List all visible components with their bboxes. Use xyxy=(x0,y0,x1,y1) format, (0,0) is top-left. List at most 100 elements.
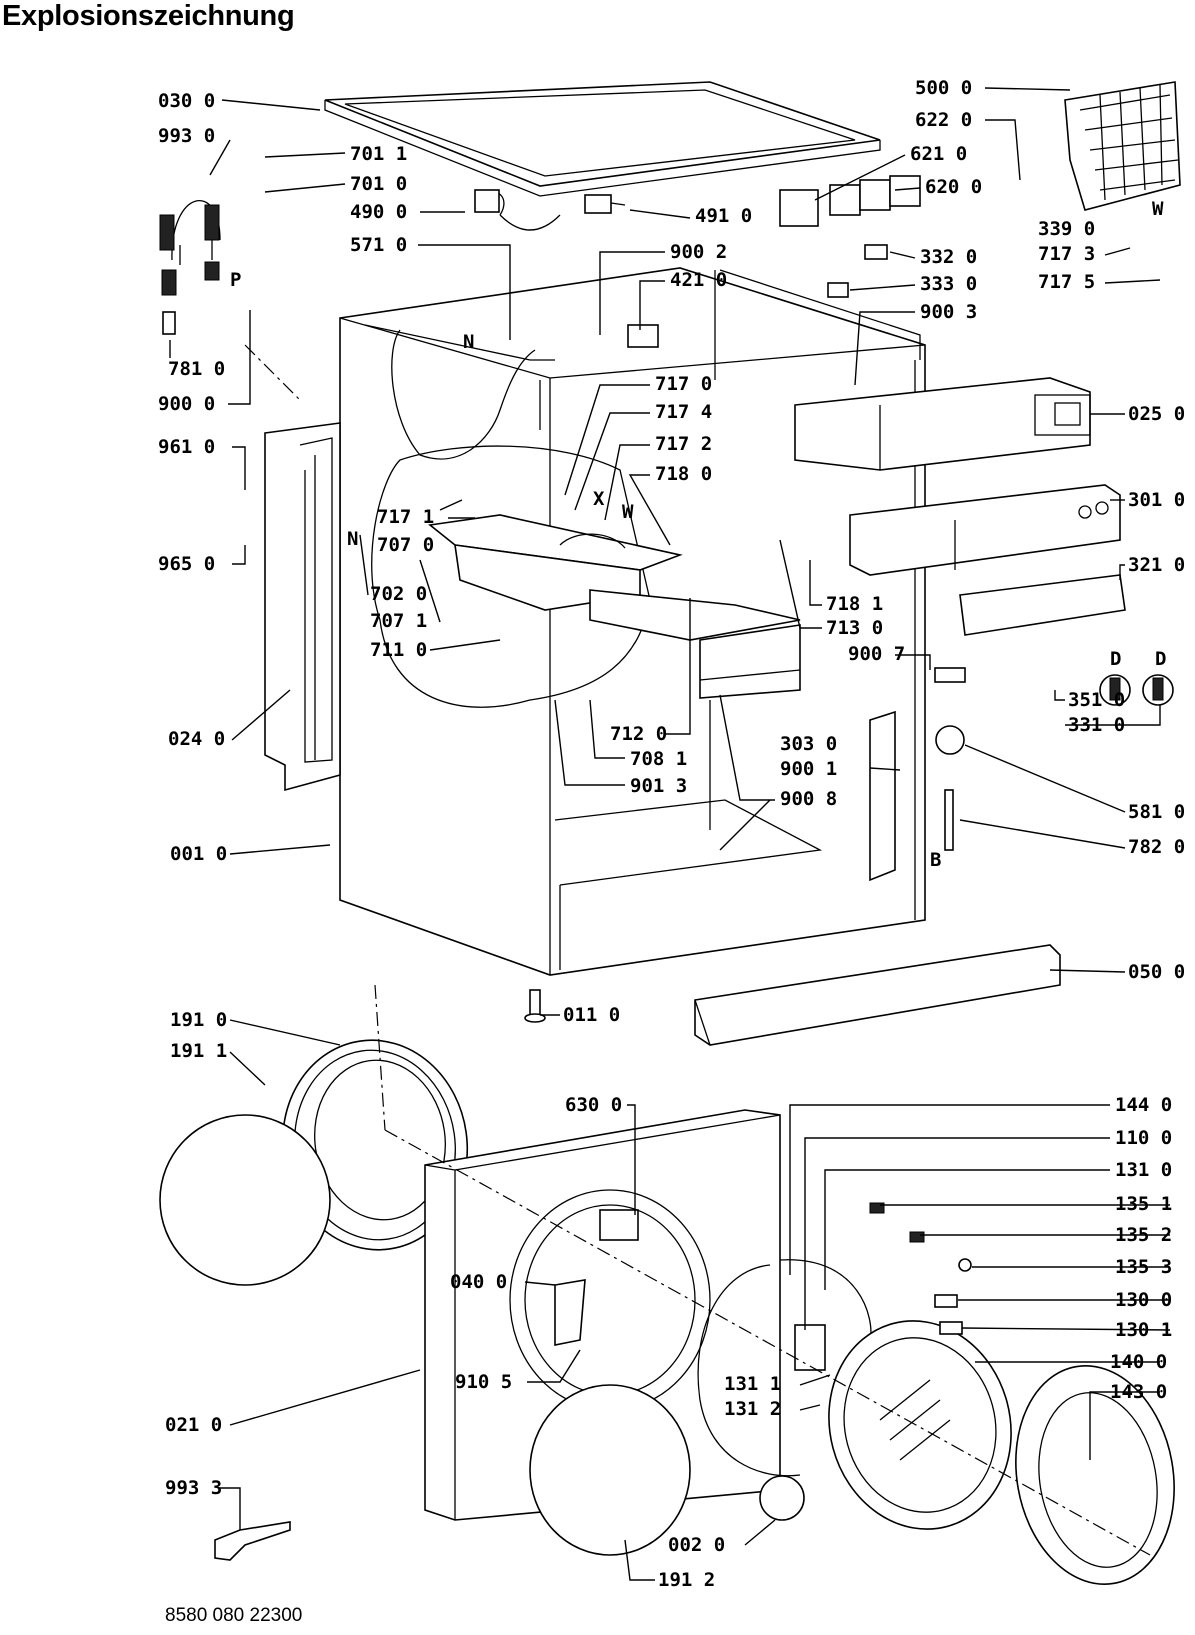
callout-label: 630 0 xyxy=(565,1094,622,1116)
callout-label: 961 0 xyxy=(158,436,215,458)
front-panel-part xyxy=(424,1109,781,1521)
door-glass-part xyxy=(828,1320,1012,1530)
callout-label: 712 0 xyxy=(610,723,667,745)
control-fascia-part xyxy=(849,484,1121,576)
upper-tub-outline-part xyxy=(391,329,536,460)
callout-label: 130 1 xyxy=(1115,1319,1172,1341)
pressure-switch-part xyxy=(869,667,966,882)
electronic-module-part xyxy=(1064,81,1181,211)
outer-door-ring-part xyxy=(1015,1365,1175,1585)
callout-label: 025 0 xyxy=(1128,403,1185,425)
callout-label: 351 0 xyxy=(1068,689,1125,711)
callout-label: 965 0 xyxy=(158,553,215,575)
callout-label: 707 0 xyxy=(377,534,434,556)
axis-line xyxy=(244,344,301,401)
hinge-screws-part xyxy=(869,1202,972,1335)
callout-label: 301 0 xyxy=(1128,489,1185,511)
marker-letter: D xyxy=(1155,648,1166,670)
callout-label: 024 0 xyxy=(168,728,225,750)
part-drawings xyxy=(159,81,1181,1585)
callout-label: 701 1 xyxy=(350,143,407,165)
service-wrench-part xyxy=(214,1521,291,1561)
top-cover-part xyxy=(324,81,881,197)
program-panel-part xyxy=(959,574,1126,636)
marker-letter: W xyxy=(1152,198,1164,220)
marker-letter: P xyxy=(230,269,241,291)
callout-label: 191 2 xyxy=(658,1569,715,1591)
callout-label: 622 0 xyxy=(915,109,972,131)
seal-clamp-wire-part xyxy=(159,1114,331,1286)
callout-label: 002 0 xyxy=(668,1534,725,1556)
callout-label: 333 0 xyxy=(920,273,977,295)
callout-label: 130 0 xyxy=(1115,1289,1172,1311)
callout-label: 900 1 xyxy=(780,758,837,780)
callout-label: 421 0 xyxy=(670,269,727,291)
callout-label: 708 1 xyxy=(630,748,687,770)
callout-label: 571 0 xyxy=(350,234,407,256)
callout-label: 993 3 xyxy=(165,1477,222,1499)
page-title: Explosionszeichnung xyxy=(2,0,295,32)
callout-label: 717 2 xyxy=(655,433,712,455)
callout-label: 021 0 xyxy=(165,1414,222,1436)
callout-label: 110 0 xyxy=(1115,1127,1172,1149)
detergent-dispenser-part xyxy=(428,514,801,699)
marker-letter: N xyxy=(347,528,358,550)
callout-label: 191 1 xyxy=(170,1040,227,1062)
marker-letter: X xyxy=(593,488,605,510)
callout-label: 500 0 xyxy=(915,77,972,99)
leader-lines xyxy=(169,87,1171,1581)
callout-label: 707 1 xyxy=(370,610,427,632)
side-panel-part xyxy=(264,422,341,792)
callout-label: 303 0 xyxy=(780,733,837,755)
callout-label: 191 0 xyxy=(170,1009,227,1031)
callout-label: 001 0 xyxy=(170,843,227,865)
callout-label: 900 0 xyxy=(158,393,215,415)
callout-label: 491 0 xyxy=(695,205,752,227)
callout-label: 900 3 xyxy=(920,301,977,323)
callout-label: 901 3 xyxy=(630,775,687,797)
callout-label: 900 7 xyxy=(848,643,905,665)
door-bowl-part xyxy=(529,1384,691,1556)
callout-label: 781 0 xyxy=(168,358,225,380)
pump-cover-part xyxy=(759,1475,805,1521)
callout-label: 135 2 xyxy=(1115,1224,1172,1246)
axis-line xyxy=(374,984,386,1131)
callout-label: 717 4 xyxy=(655,401,712,423)
part-callouts: 030 0 993 0 701 1 701 0 490 0 491 0 571 … xyxy=(158,77,1185,1591)
callout-label: 702 0 xyxy=(370,583,427,605)
callout-label: 332 0 xyxy=(920,246,977,268)
relay-blocks-part xyxy=(779,175,921,298)
callout-label: 144 0 xyxy=(1115,1094,1172,1116)
axis-line xyxy=(384,1129,1151,1556)
marker-letter: B xyxy=(930,849,941,871)
marker-letter: D xyxy=(1110,648,1121,670)
callout-label: 900 2 xyxy=(670,241,727,263)
callout-label: 011 0 xyxy=(563,1004,620,1026)
selector-knobs-part xyxy=(1099,674,1174,706)
callout-label: 711 0 xyxy=(370,639,427,661)
callout-label: 900 8 xyxy=(780,788,837,810)
callout-label: 143 0 xyxy=(1110,1381,1167,1403)
callout-label: 993 0 xyxy=(158,125,215,147)
callout-label: 331 0 xyxy=(1068,714,1125,736)
callout-label: 339 0 xyxy=(1038,218,1095,240)
callout-label: 910 5 xyxy=(455,1371,512,1393)
kick-plate-part xyxy=(694,944,1061,1046)
callout-label: 621 0 xyxy=(910,143,967,165)
callout-label: 131 0 xyxy=(1115,1159,1172,1181)
callout-label: 135 1 xyxy=(1115,1193,1172,1215)
callout-label: 718 1 xyxy=(826,593,883,615)
callout-label: 717 0 xyxy=(655,373,712,395)
callout-label: 030 0 xyxy=(158,90,215,112)
callout-label: 040 0 xyxy=(450,1271,507,1293)
callout-label: 050 0 xyxy=(1128,961,1185,983)
document-number: 8580 080 22300 xyxy=(165,1605,303,1626)
foot-screw-part xyxy=(524,989,546,1023)
callout-label: 717 3 xyxy=(1038,243,1095,265)
callout-label: 140 0 xyxy=(1110,1351,1167,1373)
callout-label: 713 0 xyxy=(826,617,883,639)
callout-label: 701 0 xyxy=(350,173,407,195)
marker-letter: W xyxy=(622,501,634,523)
letter-markers: N P W N X W D D B xyxy=(230,198,1166,871)
marker-letter: N xyxy=(463,331,474,353)
